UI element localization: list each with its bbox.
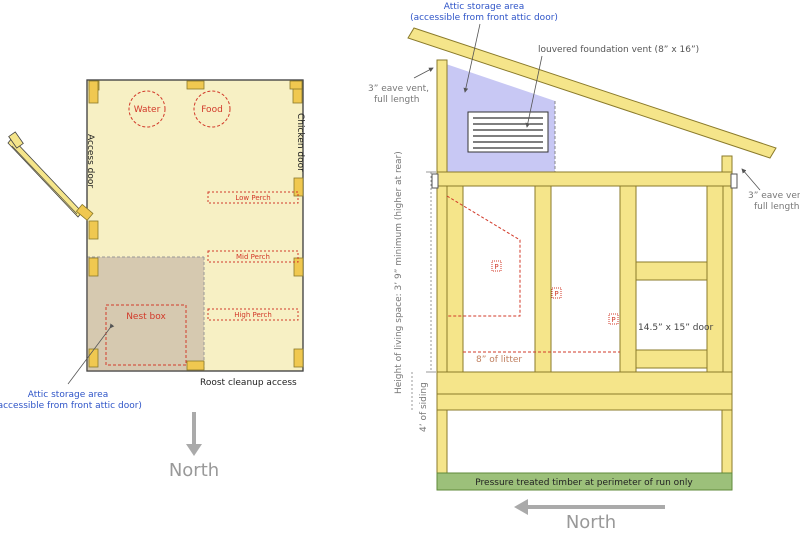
elevation-view: Pressure treated timber at perimeter of … [368,2,800,533]
posts [88,80,304,371]
eave-vent-right-line2: full length [754,202,799,212]
chicken-door-label: Chicken door [295,113,305,172]
attic-label-line2: (accessible from front attic door) [410,13,558,23]
timber-label: Pressure treated timber at perimeter of … [475,478,693,488]
floor-band [436,371,733,395]
nest-box [105,304,187,366]
mid-perch-label: Mid Perch [236,253,270,261]
low-perch-label: Low Perch [235,194,270,202]
stud [619,185,637,373]
perch-outline [446,195,521,317]
floor-plan: Water Food Low Perch Mid Perch High Perc… [0,79,305,481]
stud [534,185,552,373]
nest-box-label: Nest box [126,312,166,322]
attic-label-line1: Attic storage area [28,390,109,400]
door-label: 14.5” x 15” door [638,323,713,333]
mid-perch [207,250,299,263]
louvered-vent [467,111,549,153]
access-door-label: Access door [85,134,95,188]
stud [446,185,464,373]
food-label: Food [201,105,223,115]
food-dish [193,90,231,128]
p-marker: P [611,316,615,324]
attic-label-line1: Attic storage area [444,2,525,12]
eave-vent-left-line2: full length [374,95,419,105]
coop-outline [86,79,304,372]
siding-label: 4’ of siding [419,382,429,432]
high-perch [207,308,299,321]
north-label-plan: North [169,460,219,481]
top-plate [436,171,733,187]
high-perch-label: High Perch [234,311,272,319]
stud [706,185,724,373]
bottom-rail [436,393,733,411]
p-marker: P [554,290,558,298]
door-header [635,261,708,281]
left-post [436,59,448,491]
attic-label-line2: (accessible from front attic door) [0,401,142,411]
eave-vent-right-line1: 3” eave vent, [748,191,800,201]
north-arrow-head-elev [514,499,528,515]
eave-vent-left-line1: 3” eave vent, [368,84,429,94]
vent-label: louvered foundation vent (8” x 16”) [538,45,699,55]
litter-label: 8” of litter [476,355,522,365]
open-access-door [7,131,94,221]
north-arrow-head [186,444,202,456]
north-label-elev: North [566,512,616,533]
roof [407,27,777,159]
pressure-treated-timber [436,472,733,491]
water-dish [128,90,166,128]
water-label: Water [134,105,161,115]
door-sill [635,349,708,369]
attic-leader [67,323,115,385]
p-marker: P [494,263,498,271]
low-perch [207,191,299,204]
roost-cleanup-label: Roost cleanup access [200,378,297,388]
height-label: Height of living space: 3’ 9” minimum (h… [394,151,404,394]
